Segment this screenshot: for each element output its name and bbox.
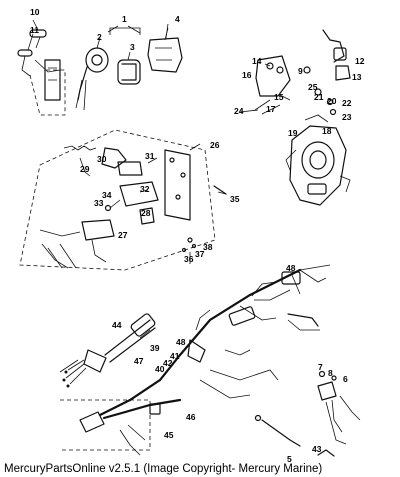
callout-8: 8	[328, 368, 333, 378]
callout-40: 40	[155, 364, 165, 374]
callout-30: 30	[97, 154, 107, 164]
callout-36: 36	[184, 254, 194, 264]
callout-35: 35	[230, 194, 240, 204]
callout-29: 29	[80, 164, 90, 174]
callout-6: 6	[343, 374, 348, 384]
callout-47: 47	[134, 356, 144, 366]
callout-7: 7	[318, 362, 323, 372]
mounting-plate-part	[164, 149, 191, 221]
wiring-harness-part	[98, 264, 331, 417]
callout-14: 14	[252, 56, 262, 66]
callout-20: 20	[327, 96, 337, 106]
callout-43: 43	[312, 444, 322, 454]
callout-42: 42	[163, 358, 173, 368]
screw-part	[181, 185, 227, 253]
callout-21: 21	[314, 92, 324, 102]
callout-22: 22	[342, 98, 352, 108]
ignition-box-outline	[19, 129, 216, 271]
callout-11: 11	[30, 25, 39, 35]
callout-19: 19	[288, 128, 298, 138]
callout-38: 38	[203, 242, 213, 252]
callout-34: 34	[102, 190, 112, 200]
callout-44: 44	[112, 320, 122, 330]
callout-48-top: 48	[286, 263, 296, 273]
switch-bracket-part	[39, 181, 159, 269]
callout-5: 5	[287, 454, 292, 462]
callout-12: 12	[355, 56, 365, 66]
callout-24: 24	[234, 106, 244, 116]
callout-10: 10	[30, 7, 40, 17]
callout-32: 32	[140, 184, 150, 194]
callout-45: 45	[164, 430, 174, 440]
key-switch-part	[75, 27, 183, 111]
callout-33: 33	[94, 198, 104, 208]
callout-16: 16	[242, 70, 252, 80]
callout-31: 31	[145, 151, 155, 161]
callout-3: 3	[130, 42, 135, 52]
callout-23: 23	[342, 112, 352, 122]
callout-26: 26	[210, 140, 220, 150]
bracket-outline	[29, 59, 66, 116]
cable-44-part	[59, 313, 156, 388]
solenoid-assembly	[254, 29, 351, 116]
image-caption: MercuryPartsOnline v2.5.1 (Image Copyrig…	[4, 463, 323, 475]
callout-39: 39	[150, 343, 160, 353]
callout-15: 15	[274, 92, 284, 102]
callout-17: 17	[266, 104, 276, 114]
cable-45-part	[60, 398, 182, 456]
callout-labels: 1 2 3 4 10 11 12 13 14 9 16 25 15 24 17 …	[30, 7, 365, 462]
callout-25: 25	[308, 82, 318, 92]
callout-28: 28	[141, 208, 151, 218]
callout-27: 27	[118, 230, 128, 240]
callout-4: 4	[175, 14, 180, 24]
coil-part	[63, 145, 143, 177]
carburetor-part	[285, 114, 351, 206]
callout-41: 41	[170, 351, 180, 361]
fuse-holder-part	[17, 19, 61, 77]
callout-37: 37	[195, 249, 205, 259]
callout-48-mid: 48	[176, 337, 186, 347]
callout-18: 18	[322, 126, 332, 136]
leader-lines	[96, 23, 291, 339]
parts-diagram: 1 2 3 4 10 11 12 13 14 9 16 25 15 24 17 …	[17, 7, 365, 462]
callout-13: 13	[352, 72, 362, 82]
lower-right-components	[254, 370, 361, 457]
callout-1: 1	[122, 14, 127, 24]
callout-2: 2	[97, 32, 102, 42]
callout-46: 46	[186, 412, 196, 422]
callout-9: 9	[298, 66, 303, 76]
